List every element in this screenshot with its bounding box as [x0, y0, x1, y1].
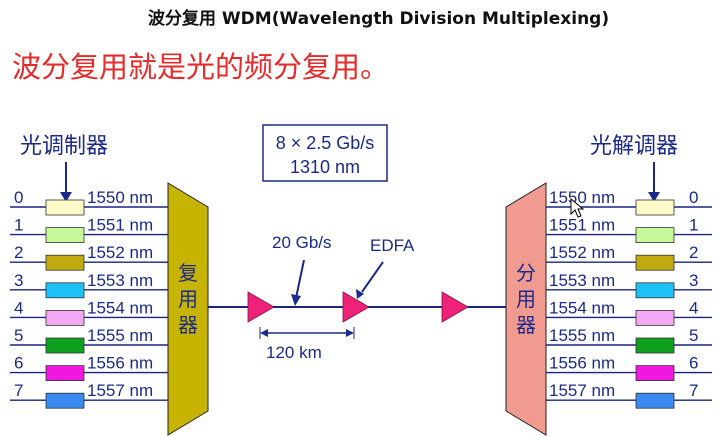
mux-label-2: 用: [178, 287, 198, 311]
right-wavelength-label: 1552 nm: [549, 243, 615, 262]
subtitle: 波分复用就是光的频分复用。: [12, 50, 390, 84]
right-wavelength-label: 1550 nm: [549, 188, 615, 207]
left-modulator-swatch: [45, 199, 85, 216]
amplifier-3: [441, 291, 469, 323]
right-heading-arrowhead: [648, 192, 660, 202]
left-channel-rows: 0 1550 nm 1 1551 nm 2 1552 nm 3 1553 nm 4 1554 nm…: [10, 188, 168, 409]
right-wavelength-label: 1555 nm: [549, 326, 615, 345]
demux-label-1: 分: [516, 261, 536, 285]
right-wavelength-label: 1553 nm: [549, 271, 615, 290]
left-channel-number: 3: [14, 271, 23, 290]
right-modulator-swatch: [635, 199, 675, 216]
info-box-wavelength: 1310 nm: [290, 157, 360, 177]
amplifier-1: [247, 291, 275, 323]
right-channel-number: 0: [689, 188, 698, 207]
left-wavelength-label: 1550 nm: [87, 188, 153, 207]
mux-label-3: 器: [178, 313, 198, 337]
edfa-label: EDFA: [370, 236, 415, 255]
right-modulator-swatch: [635, 282, 675, 299]
link-rate-arrowhead: [291, 294, 301, 306]
right-modulator-swatch: [635, 365, 675, 382]
left-channel-number: 5: [14, 326, 23, 345]
right-modulator-swatch: [635, 254, 675, 271]
left-channel-number: 2: [14, 243, 23, 262]
demux-label-2: 用: [516, 287, 536, 311]
right-wavelength-label: 1551 nm: [549, 216, 615, 235]
left-modulator-swatch: [45, 254, 85, 271]
right-modulator-swatch: [635, 309, 675, 326]
distance-label: 120 km: [266, 343, 322, 362]
left-modulator-swatch: [45, 337, 85, 354]
left-wavelength-label: 1556 nm: [87, 354, 153, 373]
multiplexer: [167, 182, 209, 436]
left-wavelength-label: 1554 nm: [87, 298, 153, 317]
page-title: 波分复用 WDM(Wavelength Division Multiplexin…: [148, 9, 610, 29]
left-wavelength-label: 1551 nm: [87, 216, 153, 235]
left-heading: 光调制器: [20, 134, 108, 159]
right-channel-number: 2: [689, 243, 698, 262]
right-channel-number: 5: [689, 326, 698, 345]
info-box: [262, 124, 388, 182]
left-modulator-swatch: [45, 309, 85, 326]
left-modulator-swatch: [45, 365, 85, 382]
right-channel-number: 7: [689, 381, 698, 400]
distance-arrowhead-right: [346, 329, 354, 337]
left-modulator-swatch: [45, 392, 85, 409]
link-rate-label: 20 Gb/s: [272, 233, 332, 252]
left-channel-number: 1: [14, 216, 23, 235]
distance-arrowhead-left: [260, 329, 268, 337]
left-heading-arrowhead: [60, 192, 72, 202]
right-wavelength-label: 1554 nm: [549, 298, 615, 317]
right-channel-number: 4: [689, 298, 698, 317]
left-wavelength-label: 1553 nm: [87, 271, 153, 290]
left-channel-number: 0: [14, 188, 23, 207]
link-rate-arrow: [295, 259, 305, 299]
left-channel-number: 7: [14, 381, 23, 400]
left-channel-number: 6: [14, 354, 23, 373]
right-modulator-swatch: [635, 392, 675, 409]
right-wavelength-label: 1556 nm: [549, 354, 615, 373]
right-heading: 光解调器: [590, 134, 678, 159]
left-modulator-swatch: [45, 227, 85, 244]
edfa-arrowhead: [356, 289, 364, 299]
demux-label-3: 器: [516, 313, 536, 337]
mux-label-1: 复: [178, 261, 198, 285]
left-wavelength-label: 1552 nm: [87, 243, 153, 262]
left-wavelength-label: 1555 nm: [87, 326, 153, 345]
demultiplexer: [505, 182, 547, 436]
right-wavelength-label: 1557 nm: [549, 381, 615, 400]
right-channel-number: 6: [689, 354, 698, 373]
edfa-arrow: [361, 261, 384, 293]
left-wavelength-label: 1557 nm: [87, 381, 153, 400]
mouse-cursor-icon: [570, 197, 585, 218]
right-modulator-swatch: [635, 337, 675, 354]
right-channel-number: 1: [689, 216, 698, 235]
info-box-rate: 8 × 2.5 Gb/s: [276, 133, 375, 153]
left-channel-number: 4: [14, 298, 23, 317]
amplifier-edfa: [342, 291, 370, 323]
left-modulator-swatch: [45, 282, 85, 299]
right-modulator-swatch: [635, 227, 675, 244]
right-channel-rows: 1550 nm 0 1551 nm 1 1552 nm 2 1553 nm 3 1554 nm 4…: [546, 188, 712, 409]
right-channel-number: 3: [689, 271, 698, 290]
